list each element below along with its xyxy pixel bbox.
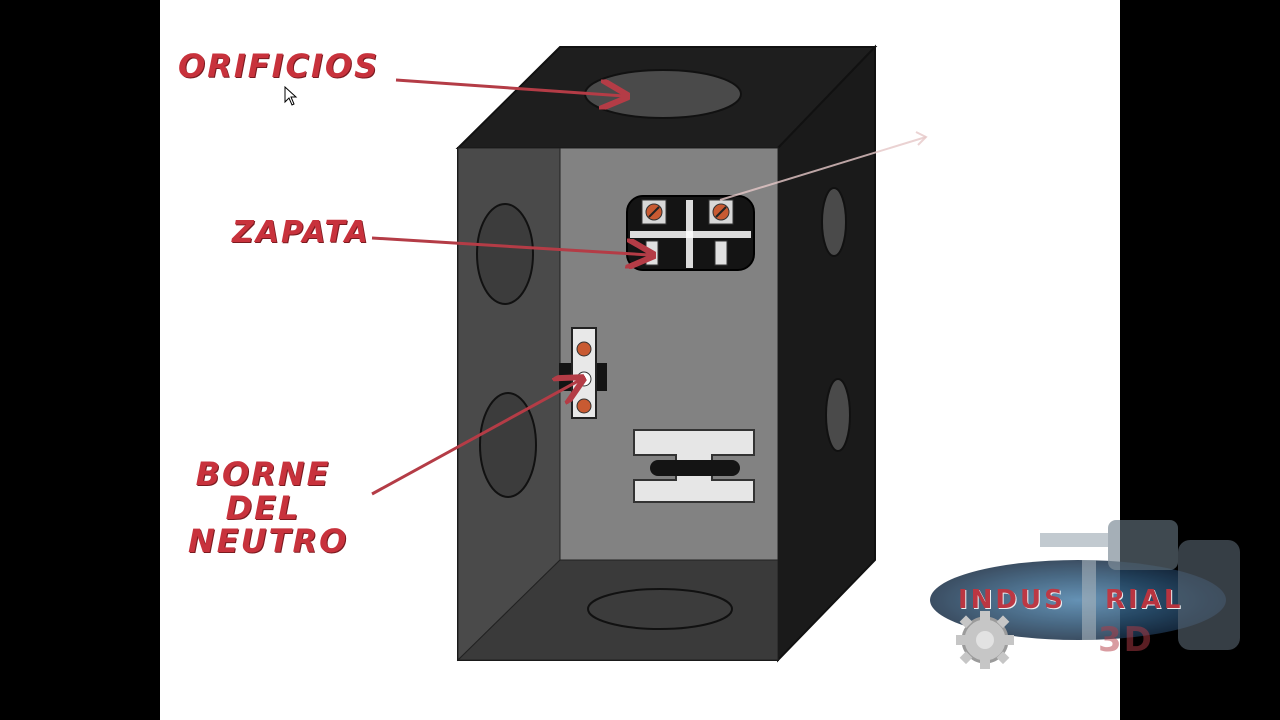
arrow-faded	[719, 136, 927, 201]
logo-text-line1: INDUS	[958, 585, 1066, 615]
logo-text-line3: 3D	[1098, 620, 1154, 660]
label-borne-line1: BORNE	[195, 455, 331, 493]
label-borne-del-neutro: BORNE DEL NEUTRO	[188, 455, 349, 561]
knockout-hole-left-upper	[476, 203, 534, 305]
knockout-hole-right-lower	[825, 378, 851, 452]
label-zapata: ZAPATA	[232, 215, 370, 250]
knockout-hole-bottom	[587, 588, 733, 630]
label-orificios: ORIFICIOS	[178, 47, 380, 85]
screw-icon	[576, 398, 592, 414]
mouse-cursor-icon	[284, 86, 298, 106]
zapata-lug-block	[626, 195, 755, 271]
logo-text-line2: RIAL	[1105, 585, 1184, 615]
arrow-borne	[371, 380, 580, 496]
knockout-hole-right-upper	[821, 187, 847, 257]
mounting-bracket	[633, 429, 755, 503]
arrow-zapata	[371, 236, 650, 255]
screw-icon	[576, 341, 592, 357]
gear-icon	[956, 611, 1014, 669]
box-right-face	[777, 44, 876, 663]
arrow-orificios	[395, 78, 624, 96]
label-borne-line2: DEL	[225, 488, 301, 527]
knockout-hole-left-lower	[479, 392, 537, 498]
logo-watermark	[930, 520, 1240, 669]
label-borne-line3: NEUTRO	[188, 522, 349, 561]
drill-icon	[1040, 520, 1240, 650]
